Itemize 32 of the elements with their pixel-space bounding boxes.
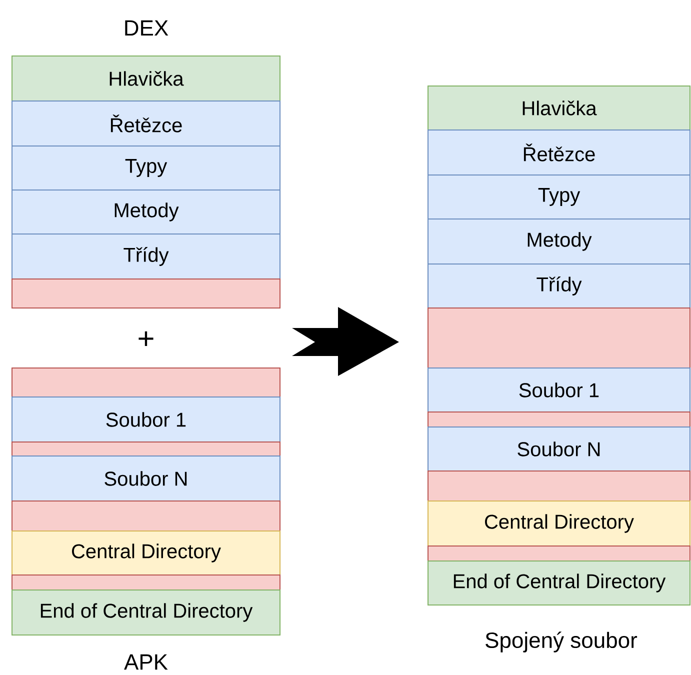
empty-section-box (12, 278, 280, 308)
section-box: Central Directory (12, 530, 280, 576)
empty-section-box (428, 412, 690, 428)
section-box: Třídy (428, 264, 690, 308)
section-box: Typy (428, 174, 690, 220)
section-box: Třídy (12, 234, 280, 280)
plus-sign: + (138, 331, 154, 346)
section-box: Hlavička (428, 86, 690, 130)
column-title: APK (124, 654, 168, 670)
section-box: End of Central Directory (12, 590, 280, 636)
section-box: Hlavička (12, 56, 280, 102)
section-box: Řetězce (428, 130, 690, 176)
empty-section-box (12, 442, 280, 456)
empty-section-box (12, 574, 280, 590)
section-box: Řetězce (12, 100, 280, 146)
section-box: End of Central Directory (428, 560, 690, 606)
section-box: Metody (12, 190, 280, 234)
section-box: Soubor N (12, 456, 280, 502)
empty-section-box (12, 500, 280, 532)
section-box: Central Directory (428, 500, 690, 546)
empty-section-box (428, 470, 690, 502)
section-box: Soubor 1 (12, 396, 280, 442)
empty-section-box (428, 308, 690, 368)
block-arrow (292, 307, 399, 376)
section-box: Soubor 1 (428, 368, 690, 412)
column-title: Spojený soubor (486, 632, 638, 652)
section-box: Typy (12, 146, 280, 190)
column-title: DEX (125, 20, 168, 36)
empty-section-box (428, 546, 690, 562)
section-box: Soubor N (428, 426, 690, 472)
empty-section-box (12, 368, 280, 398)
section-box: Metody (428, 218, 690, 264)
